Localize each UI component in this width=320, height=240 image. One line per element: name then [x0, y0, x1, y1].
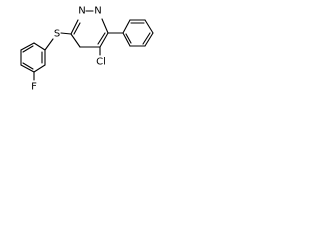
- phenyl-ring: [122, 19, 154, 47]
- bond-ph-4: [144, 32, 154, 47]
- atom-label-nitrogen-2: N: [94, 6, 101, 17]
- pyridazine-ring: [70, 10, 109, 48]
- bond-s-pyridazine: [60, 32, 72, 35]
- bond-aryl-s: [44, 38, 54, 51]
- fluorophenyl-ring: [20, 42, 46, 73]
- bond-ph-3: [144, 19, 154, 34]
- bond-fphenyl-6: [20, 42, 35, 51]
- atom-label-fluorine: F: [31, 82, 37, 93]
- bond-pyr-c6-n1-inner: [73, 22, 81, 35]
- bond-ph-6: [122, 32, 131, 47]
- atom-label-sulfur: S: [54, 29, 60, 40]
- bond-pyr-c3-c4: [99, 32, 109, 48]
- bond-pyr-c5-c6: [70, 33, 81, 48]
- bond-pyr-c3-c4-inner: [97, 32, 106, 45]
- chemical-structure-diagram: S N N Cl F: [20, 6, 154, 93]
- bond-ph-6-inner: [125, 33, 132, 44]
- bond-ph-4-inner: [142, 32, 151, 45]
- bond-fphenyl-3: [33, 64, 46, 73]
- bond-fphenyl-1: [33, 42, 46, 51]
- bond-ph-1: [122, 19, 131, 34]
- bond-fphenyl-4-inner: [22, 62, 34, 70]
- bond-fphenyl-4: [20, 64, 35, 73]
- bond-pyr-n2-c3: [101, 18, 109, 34]
- atom-label-chlorine: Cl: [96, 57, 106, 68]
- atom-label-nitrogen-1: N: [78, 6, 85, 17]
- bond-fphenyl-6-inner: [22, 45, 34, 53]
- bond-pyr-c6-n1: [70, 19, 79, 35]
